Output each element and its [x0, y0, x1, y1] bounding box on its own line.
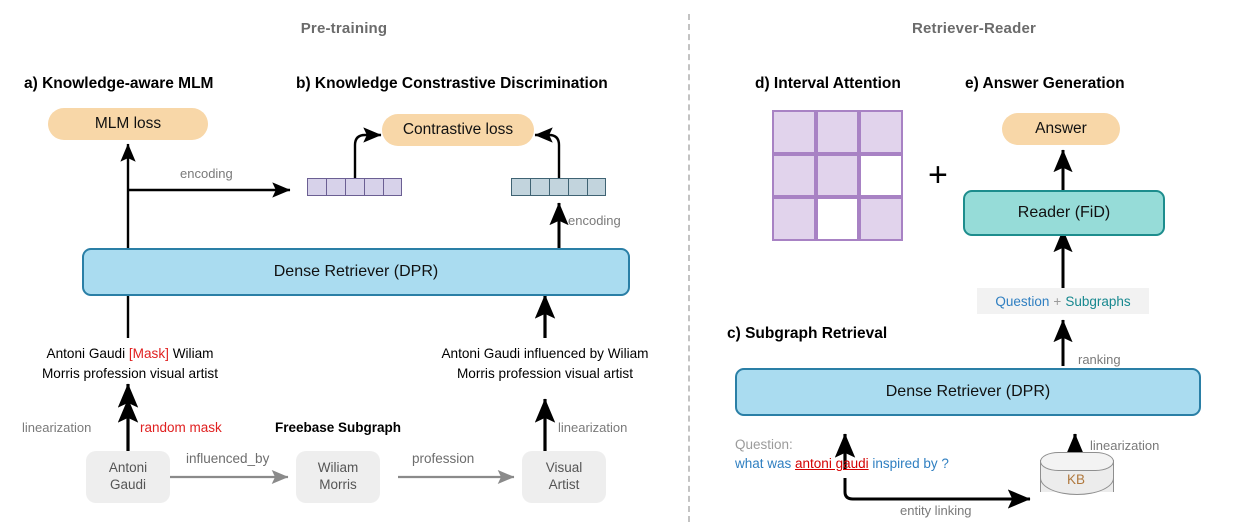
- vector-cell: [511, 178, 530, 196]
- mlm-loss-pill: MLM loss: [48, 108, 208, 140]
- matrix-cell-2-0: [772, 197, 816, 241]
- question-text[interactable]: what was antoni gaudi inspired by ?: [735, 456, 949, 471]
- pretraining-dense-retriever-box[interactable]: Dense Retriever (DPR): [82, 248, 630, 296]
- vector-cell: [383, 178, 402, 196]
- answer-pill: Answer: [1002, 113, 1120, 145]
- freebase-subgraph-title: Freebase Subgraph: [275, 420, 402, 435]
- vector-cell: [530, 178, 549, 196]
- panel-c-linearization-label: linearization: [1090, 438, 1160, 453]
- contrastive-loss-label: Contrastive loss: [402, 121, 514, 138]
- kg-node-line1: Visual: [545, 460, 583, 476]
- interval-attention-matrix: [772, 110, 903, 241]
- section-divider: [688, 14, 690, 522]
- reader-fid-box[interactable]: Reader (FiD): [963, 190, 1165, 236]
- matrix-cell-1-0: [772, 153, 816, 198]
- vector-cell: [549, 178, 568, 196]
- mlm-loss-label: MLM loss: [94, 115, 162, 132]
- vector-cell: [326, 178, 345, 196]
- vector-cell: [587, 178, 606, 196]
- subgraph-dense-retriever-box[interactable]: Dense Retriever (DPR): [735, 368, 1201, 416]
- kg-node-line1: Wiliam: [317, 460, 359, 476]
- panel-a-sentence-line2: Morris profession visual artist: [41, 366, 218, 382]
- matrix-cell-0-1: [815, 110, 860, 154]
- embedding-vector-subgraph: [511, 178, 606, 196]
- kg-node-antoni-gaudi[interactable]: Antoni Gaudi: [86, 451, 170, 503]
- kg-node-line2: Morris: [319, 477, 357, 492]
- kg-node-wiliam-morris[interactable]: Wiliam Morris: [296, 451, 380, 503]
- question-text-post: inspired by ?: [868, 456, 949, 471]
- vector-cell: [364, 178, 383, 196]
- chip-question-label: Question: [995, 293, 1050, 309]
- matrix-cell-2-1: [815, 197, 860, 241]
- panel-title-e: e) Answer Generation: [965, 75, 1125, 92]
- panel-a-sentence-post: Wiliam: [168, 346, 214, 361]
- panel-a-masked-sentence: Antoni Gaudi [Mask] Wiliam Morris profes…: [8, 344, 252, 385]
- kb-cylinder-top: [1040, 452, 1114, 471]
- question-field-label: Question:: [735, 437, 793, 452]
- panel-a-mask-token: [Mask]: [128, 346, 169, 361]
- matrix-cell-0-0: [772, 110, 816, 154]
- kg-node-line2: Artist: [548, 477, 580, 492]
- vector-cell: [568, 178, 587, 196]
- section-title-retriever-reader: Retriever-Reader: [911, 20, 1037, 37]
- kg-node-line2: Gaudi: [109, 477, 147, 492]
- kb-label: KB: [1066, 472, 1085, 487]
- panel-title-c: c) Subgraph Retrieval: [727, 325, 888, 342]
- panel-c-ranking-label: ranking: [1078, 352, 1121, 367]
- matrix-cell-1-1: [815, 153, 860, 198]
- kb-cylinder[interactable]: KB: [1040, 452, 1114, 498]
- panel-title-a: a) Knowledge-aware MLM: [24, 75, 214, 92]
- chip-plus-label: +: [1053, 293, 1062, 309]
- matrix-cell-1-2: [859, 153, 903, 198]
- panel-b-linearization-label: linearization: [558, 420, 628, 435]
- panel-title-d: d) Interval Attention: [755, 75, 901, 92]
- matrix-cell-0-2: [859, 110, 903, 154]
- reader-fid-label: Reader (FiD): [1017, 204, 1111, 221]
- panel-b-sentence-line2: Morris profession visual artist: [456, 366, 633, 382]
- question-text-pre: what was: [735, 456, 796, 471]
- kg-node-visual-artist[interactable]: Visual Artist: [522, 451, 606, 503]
- kg-node-line1: Antoni: [108, 460, 148, 476]
- panel-b-encoding-label: encoding: [568, 213, 621, 228]
- section-title-pretraining: Pre-training: [300, 20, 388, 37]
- panel-c-entity-linking-label: entity linking: [900, 503, 972, 518]
- panel-a-encoding-label: encoding: [180, 166, 233, 181]
- subgraph-dense-retriever-label: Dense Retriever (DPR): [885, 383, 1051, 400]
- question-entity-mention: antoni gaudi: [795, 456, 869, 471]
- vector-cell: [345, 178, 364, 196]
- panel-b-sentence: Antoni Gaudi influenced by Wiliam Morris…: [423, 344, 667, 385]
- question-subgraphs-chip: Question + Subgraphs: [977, 288, 1149, 314]
- answer-label: Answer: [1035, 120, 1087, 137]
- panel-a-random-mask-label: random mask: [140, 420, 222, 435]
- chip-subgraphs-label: Subgraphs: [1065, 293, 1131, 309]
- vector-cell: [307, 178, 326, 196]
- kg-edge-label-influenced-by: influenced_by: [186, 451, 270, 466]
- matrix-cell-2-2: [859, 197, 903, 241]
- kg-edge-label-profession: profession: [412, 451, 475, 466]
- panel-a-linearization-label: linearization: [22, 420, 92, 435]
- pretraining-dense-retriever-label: Dense Retriever (DPR): [273, 263, 439, 280]
- panel-b-sentence-line1: Antoni Gaudi influenced by Wiliam: [441, 346, 649, 361]
- plus-sign: +: [928, 156, 948, 194]
- contrastive-loss-pill: Contrastive loss: [382, 114, 534, 146]
- panel-a-sentence-pre: Antoni Gaudi: [46, 346, 129, 361]
- panel-c-entity-linking-arrow: [843, 478, 1031, 509]
- embedding-vector-masked: [307, 178, 402, 196]
- panel-title-b: b) Knowledge Constrastive Discrimination: [296, 75, 608, 92]
